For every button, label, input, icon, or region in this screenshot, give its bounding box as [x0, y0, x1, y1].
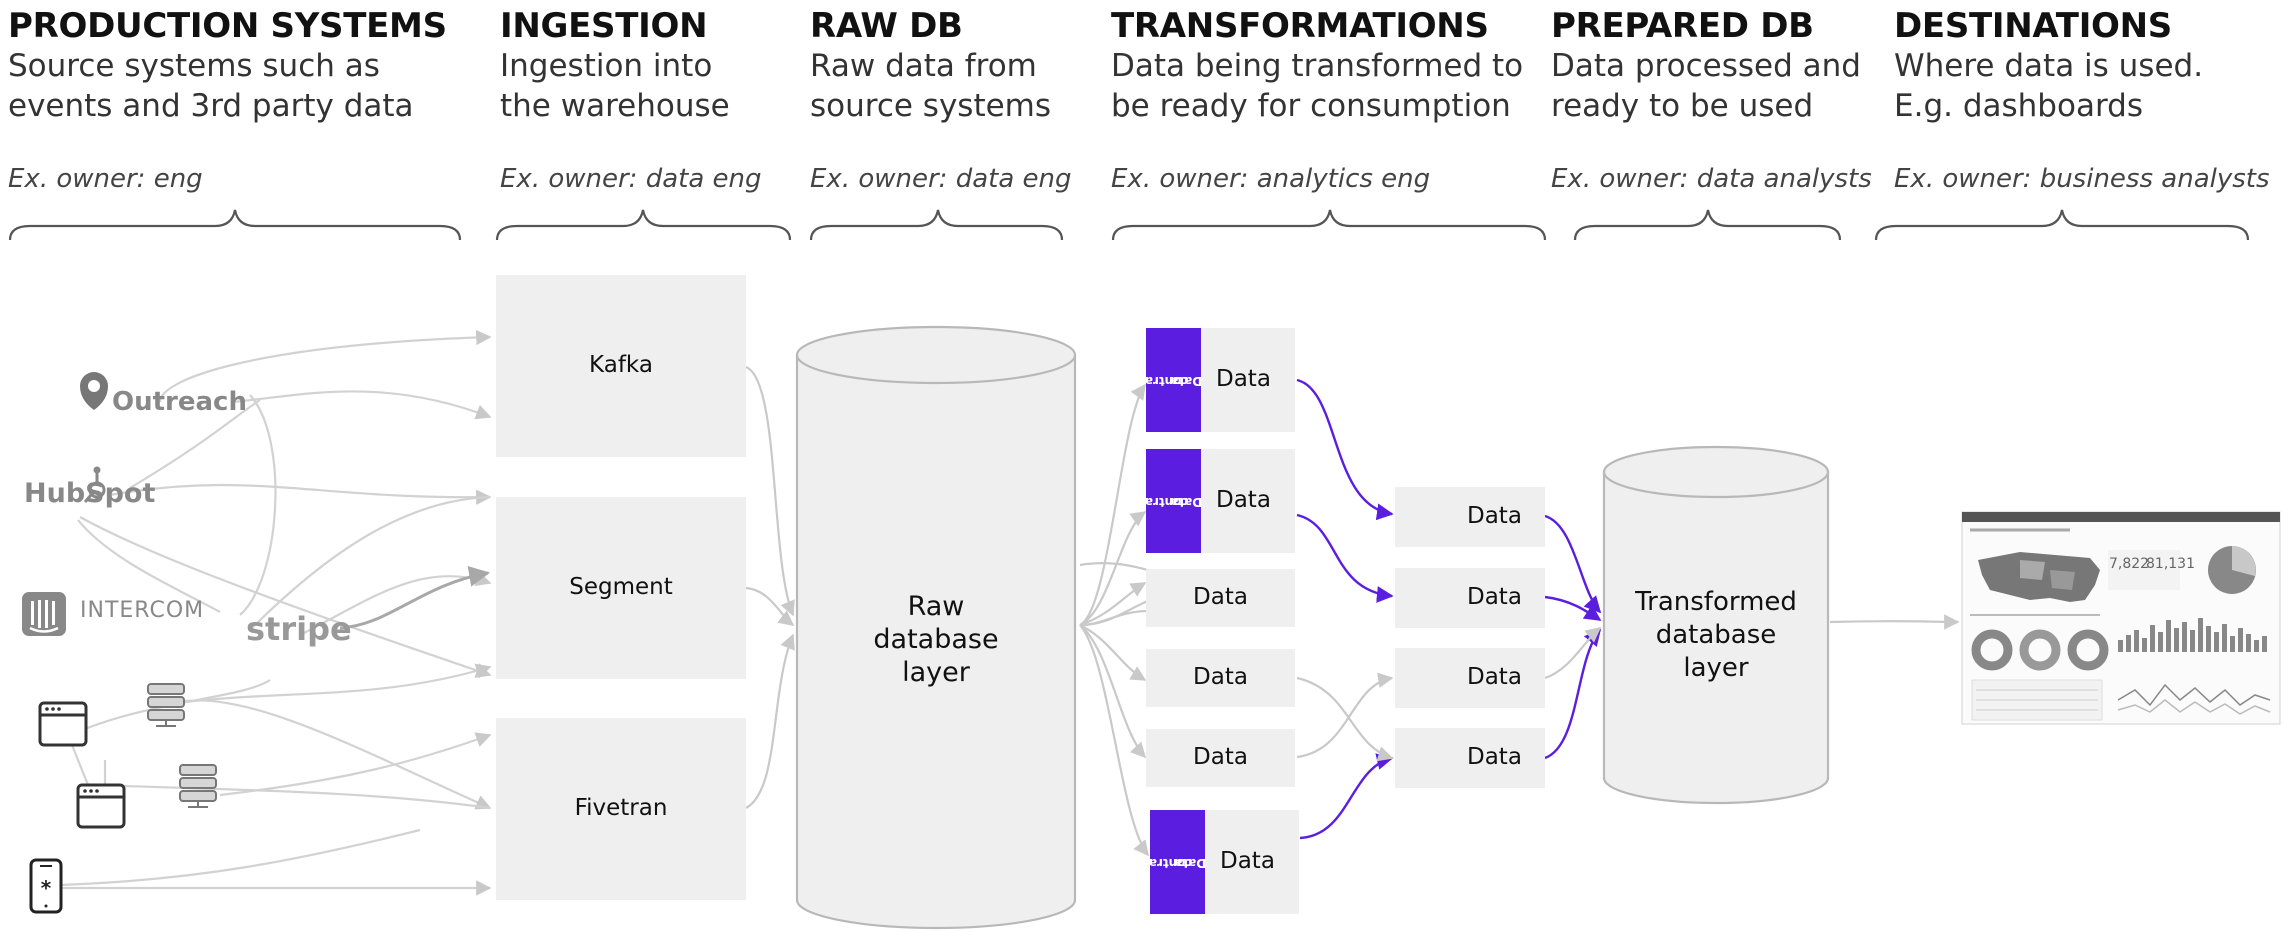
dashboard-kpi-2: 81,131 — [2146, 556, 2195, 572]
transform-data-box: Data — [1395, 487, 1545, 547]
transform-data-box: Data — [1146, 569, 1295, 627]
server-stack-icon — [179, 764, 217, 808]
braces — [8, 209, 2250, 241]
map-usa — [1978, 552, 2100, 602]
intercom-logo-icon — [22, 592, 66, 636]
data-label: Data — [1467, 744, 1522, 770]
data-label: Data — [1216, 366, 1271, 392]
data-label: Data — [1193, 744, 1248, 770]
column-owner: Ex. owner: data analysts — [1551, 164, 1872, 194]
ingestion-segment-box: Segment — [496, 497, 746, 679]
brace-transformations — [1111, 209, 1547, 241]
bar-chart-mini — [2118, 618, 2267, 652]
column-description: Where data is used.E.g. dashboards — [1894, 48, 2204, 124]
column-owner: Ex. owner: eng — [8, 164, 203, 194]
prepared-to-dashboard-arrow — [1829, 614, 1960, 630]
ingestion-kafka-box: Kafka — [496, 275, 746, 457]
column-owner: Ex. owner: data eng — [500, 164, 762, 194]
data-label: Data — [1467, 664, 1522, 690]
donut-charts — [1971, 629, 2109, 671]
browser-window-icon — [38, 701, 88, 747]
mobile-phone-icon: * — [29, 858, 63, 914]
column-title: INGESTION — [500, 6, 708, 46]
brace-prepared-db — [1573, 209, 1842, 241]
transform-data-box: Data — [1395, 648, 1545, 708]
column-title: RAW DB — [810, 6, 963, 46]
ingestion-fivetran-box: Fivetran — [496, 718, 746, 900]
data-label: Data — [1193, 584, 1248, 610]
data-label: Data — [1216, 487, 1271, 513]
outreach-logo-icon — [80, 372, 108, 410]
browser-window-icon — [76, 783, 126, 829]
server-stack-icon — [147, 683, 185, 727]
brace-production — [8, 209, 462, 241]
data-label: Data — [1467, 503, 1522, 529]
column-title: PREPARED DB — [1551, 6, 1814, 46]
transform-data-box: Data — [1395, 728, 1545, 788]
hubspot-sprocket-icon — [83, 466, 106, 503]
brace-ingestion — [495, 209, 792, 241]
intercom-label: INTERCOM — [80, 598, 205, 623]
data-label: Data — [1467, 584, 1522, 610]
column-owner: Ex. owner: analytics eng — [1111, 164, 1431, 194]
prepared-db-cylinder — [1602, 445, 1830, 805]
transform-data-box: Data — [1146, 649, 1295, 707]
transform-data-box: Data — [1146, 729, 1295, 787]
purple-arrows — [1296, 378, 1602, 840]
column-owner: Ex. owner: business analysts — [1894, 164, 2270, 194]
outreach-label: Outreach — [112, 387, 247, 417]
stripe-label: stripe — [246, 610, 352, 648]
ingestion-label: Kafka — [589, 352, 653, 378]
ingestion-arrows — [745, 365, 795, 809]
dashboard-thumbnail — [1961, 511, 2281, 725]
column-title: TRANSFORMATIONS — [1111, 6, 1489, 46]
data-label: Data — [1193, 664, 1248, 690]
data-label: Data — [1220, 848, 1275, 874]
raw-db-cylinder — [795, 325, 1077, 930]
transform-data-box: Data — [1395, 568, 1545, 628]
brace-raw-db — [809, 209, 1064, 241]
svg-text:*: * — [41, 876, 52, 900]
stripe-arrow — [339, 565, 491, 630]
brace-destinations — [1874, 209, 2250, 241]
column-title: PRODUCTION SYSTEMS — [8, 6, 447, 46]
column-title: DESTINATIONS — [1894, 6, 2172, 46]
ingestion-label: Fivetran — [574, 795, 668, 821]
column-owner: Ex. owner: data eng — [810, 164, 1072, 194]
grey-transform-arrows — [1296, 627, 1602, 762]
ingestion-label: Segment — [569, 574, 673, 600]
hubspot-label: HubSpot — [24, 478, 156, 509]
dashboard-kpi-1: 7,822 — [2109, 556, 2150, 572]
